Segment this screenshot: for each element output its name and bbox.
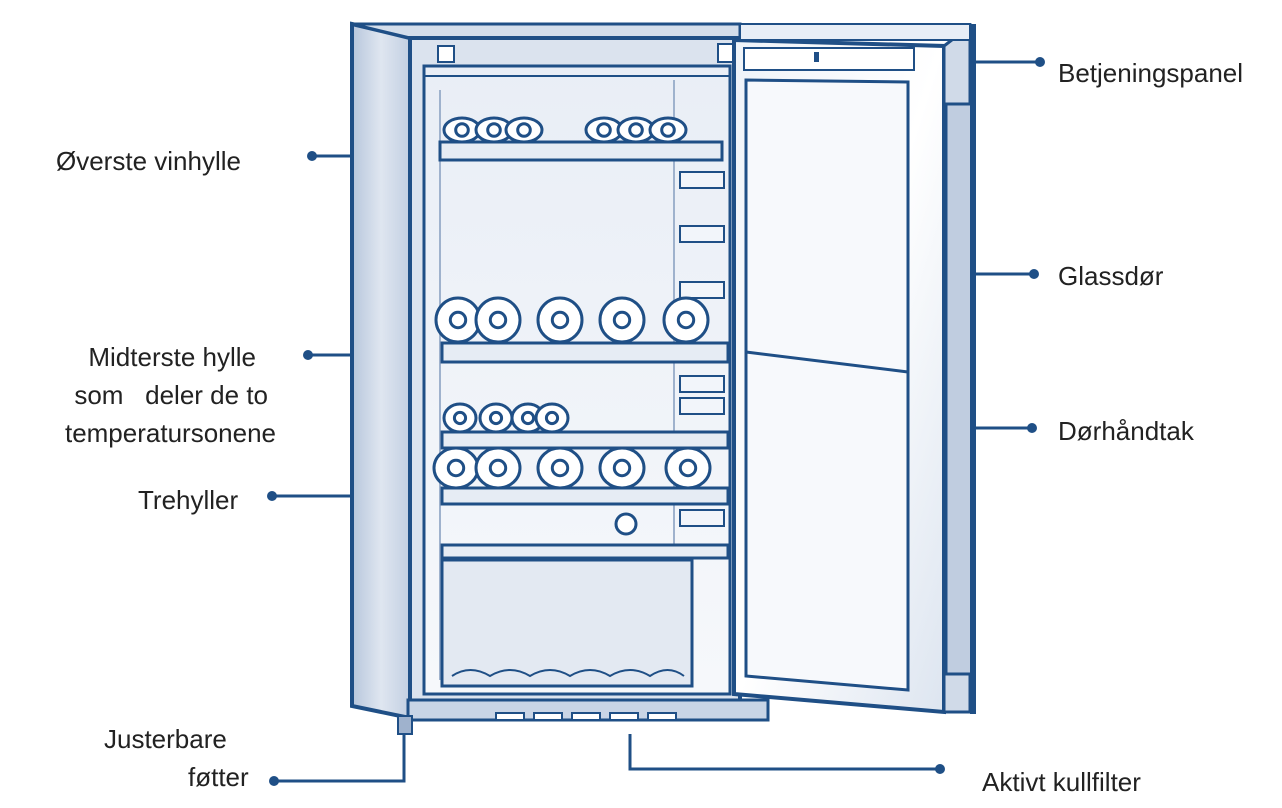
leader-carbon-filter xyxy=(630,734,940,769)
bottle-end xyxy=(552,460,567,475)
leader-middle-shelf-dot xyxy=(303,350,313,360)
bottle-end xyxy=(490,412,501,423)
label-carbon-filter: Aktivt kullfilter xyxy=(982,763,1141,801)
bottle-end xyxy=(448,460,463,475)
label-middle-shelf-3: temperatursonene xyxy=(40,414,276,452)
label-middle-shelf-2: som deler de to xyxy=(30,376,268,414)
cabinet-top xyxy=(352,24,740,38)
adjustable-foot xyxy=(398,716,412,734)
bottle-end xyxy=(456,124,469,137)
label-adjustable-feet-2: føtter xyxy=(188,758,249,796)
label-control-panel: Betjeningspanel xyxy=(1058,54,1243,92)
shelf-wood-1 xyxy=(442,432,728,448)
shelf-middle xyxy=(442,343,728,362)
bottle-end xyxy=(454,412,465,423)
bottle-end xyxy=(450,312,465,327)
door-handle xyxy=(946,104,974,674)
leader-adjustable-feet-dot xyxy=(269,776,279,786)
cabinet-side-panel xyxy=(352,24,410,718)
bottle-end xyxy=(598,124,611,137)
shelf-wood-2 xyxy=(442,488,728,504)
bottle-end xyxy=(680,460,695,475)
filter-vents xyxy=(496,713,676,720)
label-glass-door: Glassdør xyxy=(1058,257,1163,295)
label-wood-shelves: Trehyller xyxy=(138,481,238,519)
leader-glass-door-dot xyxy=(1029,269,1039,279)
leader-top-shelf-dot xyxy=(307,151,317,161)
leader-wood-shelves-dot xyxy=(267,491,277,501)
bottle-end xyxy=(522,412,533,423)
bottle-end xyxy=(488,124,501,137)
bottle-end xyxy=(614,460,629,475)
leader-control-panel-dot xyxy=(1035,57,1045,67)
control-panel xyxy=(744,48,914,70)
bottle-end xyxy=(630,124,643,137)
bottle-end xyxy=(662,124,675,137)
shelf-bottom xyxy=(442,545,728,558)
bottle-end xyxy=(678,312,693,327)
shelf-top xyxy=(440,142,722,160)
bottle-end xyxy=(490,460,505,475)
bottle-end xyxy=(614,312,629,327)
leader-carbon-filter-dot xyxy=(935,764,945,774)
bottle-end xyxy=(546,412,557,423)
bottom-drawer xyxy=(442,560,692,686)
bottle-end xyxy=(518,124,531,137)
label-middle-shelf-1: Midterste hylle xyxy=(60,338,256,376)
label-top-shelf: Øverste vinhylle xyxy=(56,142,241,180)
leader-adjustable-feet xyxy=(274,734,404,781)
bottle-end xyxy=(552,312,567,327)
label-adjustable-feet-1: Justerbare xyxy=(104,720,227,758)
light-fixture xyxy=(616,514,636,534)
bottle-end xyxy=(490,312,505,327)
leader-door-handle-dot xyxy=(1027,423,1037,433)
label-door-handle: Dørhåndtak xyxy=(1058,412,1194,450)
